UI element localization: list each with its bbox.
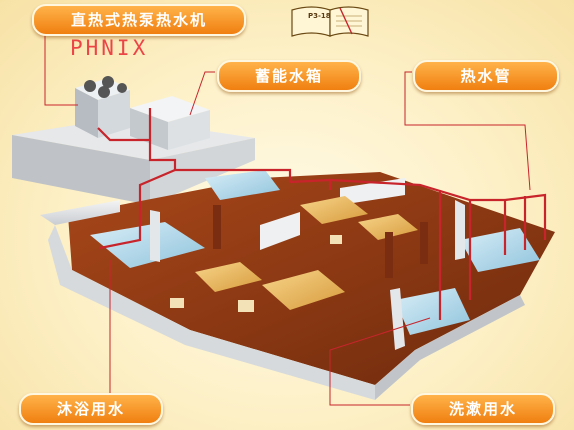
brand-logo: PHNIX [70, 36, 149, 60]
book-icon [291, 6, 369, 37]
floor-plan [40, 170, 555, 400]
label-wash: 洗漱用水 [411, 393, 555, 425]
hot-water-pipes [97, 108, 547, 320]
heat-pump-unit [75, 76, 130, 138]
label-storage-tank: 蓄能水箱 [217, 60, 361, 92]
label-hot-water-pipe: 热水管 [413, 60, 559, 92]
label-heat-pump: 直热式热泵热水机 [32, 4, 246, 36]
label-shower: 沐浴用水 [19, 393, 163, 425]
book-page-tag: P3-18 [308, 12, 331, 20]
